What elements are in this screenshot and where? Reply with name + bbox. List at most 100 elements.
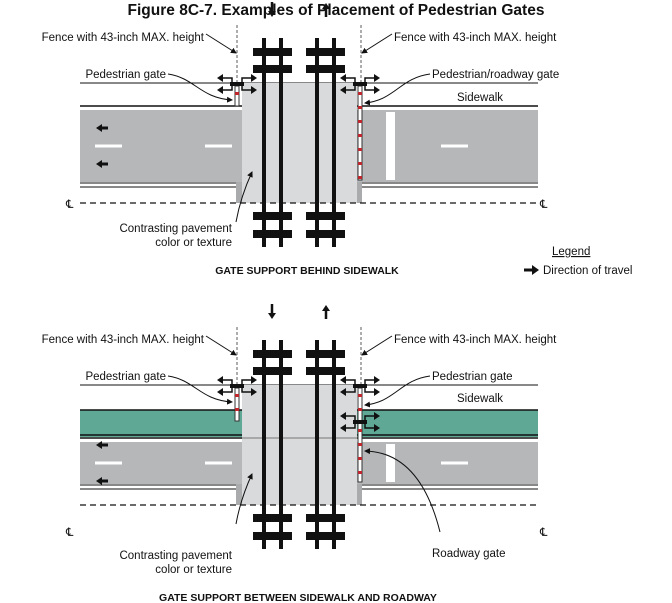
gate-arm-swing xyxy=(222,84,233,91)
leader-line xyxy=(361,335,393,356)
gate-stripe xyxy=(358,162,362,165)
contrasting-pavement-crossing xyxy=(242,83,357,203)
legend-title: Legend xyxy=(552,246,590,258)
travel-arrow-up-icon xyxy=(322,3,330,9)
travel-arrow-icon xyxy=(96,124,102,132)
swing-direction-arrow-icon xyxy=(251,388,257,396)
fence-label-left-2: Fence with 43-inch MAX. height xyxy=(42,334,205,346)
gate-arm-swing xyxy=(364,77,375,84)
pedestrian-roadway-gate-label: Pedestrian/roadway gate xyxy=(432,69,559,81)
centerline-symbol: ℄ xyxy=(539,527,548,539)
gate-arm-swing xyxy=(345,415,356,422)
leader-line xyxy=(235,473,253,525)
leader-line xyxy=(205,33,237,54)
gate-stripe xyxy=(358,394,362,397)
gate-stripe xyxy=(358,429,362,432)
railroad-tie xyxy=(306,230,345,238)
swing-direction-arrow-icon xyxy=(374,86,380,94)
roadway-gate-label: Roadway gate xyxy=(432,548,506,560)
gate-stripe xyxy=(358,148,362,151)
swing-direction-arrow-icon xyxy=(340,74,346,82)
pedestrian-gate-label: Pedestrian gate xyxy=(85,69,166,81)
railroad-tie xyxy=(253,532,292,540)
swing-direction-arrow-icon xyxy=(251,376,257,384)
swing-direction-arrow-icon xyxy=(340,424,346,432)
swing-direction-arrow-icon xyxy=(217,388,223,396)
gate-mechanism xyxy=(353,420,367,424)
pedestrian-gate-label-right: Pedestrian gate xyxy=(432,371,513,383)
stop-line xyxy=(386,112,395,180)
swing-direction-arrow-icon xyxy=(374,376,380,384)
gate-arm-swing xyxy=(364,84,375,91)
gate-arm-swing xyxy=(364,415,375,422)
gate-stripe xyxy=(358,134,362,137)
leader-line xyxy=(364,375,431,408)
leader-line xyxy=(205,335,237,356)
curb-strip xyxy=(356,484,362,505)
gate-arm-swing xyxy=(345,386,356,393)
figure-title: Figure 8C-7. Examples of Placement of Pe… xyxy=(128,2,545,19)
swing-direction-arrow-icon xyxy=(251,74,257,82)
swing-direction-arrow-icon xyxy=(374,424,380,432)
contrasting-pavement-label-3: Contrasting pavement xyxy=(119,550,232,562)
railroad-tie xyxy=(253,367,292,375)
fence-label-right-2: Fence with 43-inch MAX. height xyxy=(394,334,557,346)
curb-strip xyxy=(236,484,242,505)
contrasting-pavement-label-4: color or texture xyxy=(155,564,232,576)
gate-arm-swing xyxy=(222,379,233,386)
gate-arm-swing xyxy=(345,77,356,84)
gate-stripe xyxy=(358,106,362,109)
gate-arm-swing xyxy=(345,379,356,386)
swing-direction-arrow-icon xyxy=(340,376,346,384)
swing-direction-arrow-icon xyxy=(374,388,380,396)
gate-arm-swing xyxy=(345,84,356,91)
swing-direction-arrow-icon xyxy=(374,74,380,82)
railroad-tie xyxy=(253,230,292,238)
caption-top: GATE SUPPORT BEHIND SIDEWALK xyxy=(215,265,399,277)
travel-arrow-down-icon xyxy=(268,11,276,17)
travel-arrow-down-icon xyxy=(268,313,276,319)
leader-line xyxy=(235,171,253,223)
railroad-tie xyxy=(253,65,292,73)
railroad-tie xyxy=(253,350,292,358)
pedestrian-gate-arm xyxy=(357,387,363,422)
centerline-symbol: ℄ xyxy=(65,527,74,539)
contrasting-pavement-crossing xyxy=(242,385,357,505)
gate-arm-swing xyxy=(222,386,233,393)
leader-line xyxy=(167,375,233,405)
gate-arm-swing xyxy=(241,379,252,386)
curb-strip xyxy=(236,182,242,203)
pedestrian-roadway-gate-arm xyxy=(357,85,363,181)
gate-stripe xyxy=(358,92,362,95)
gate-arm-swing xyxy=(364,379,375,386)
fence-label-right: Fence with 43-inch MAX. height xyxy=(394,32,557,44)
railroad-tie xyxy=(253,48,292,56)
diagram-between-sidewalk-roadway xyxy=(80,304,538,549)
gate-mechanism xyxy=(353,384,367,388)
railroad-tie xyxy=(253,212,292,220)
railroad-tie xyxy=(306,532,345,540)
travel-arrow-icon xyxy=(96,477,102,485)
gate-mechanism xyxy=(230,384,244,388)
swing-direction-arrow-icon xyxy=(340,412,346,420)
gate-stripe xyxy=(358,176,362,179)
gate-arm-swing xyxy=(241,386,252,393)
railroad-tie xyxy=(306,65,345,73)
railroad-tie xyxy=(306,48,345,56)
stop-line xyxy=(386,444,395,482)
leader-line xyxy=(364,73,431,106)
sidewalk-label-2: Sidewalk xyxy=(457,393,503,405)
pedestrian-gate-label-left: Pedestrian gate xyxy=(85,371,166,383)
railroad-tie xyxy=(306,367,345,375)
gate-stripe xyxy=(358,120,362,123)
centerline-symbol: ℄ xyxy=(539,199,548,211)
contrasting-pavement-label-2: color or texture xyxy=(155,237,232,249)
pedestrian-gate-arm xyxy=(234,387,240,422)
travel-arrow-icon xyxy=(96,160,102,168)
gate-arm-swing xyxy=(364,386,375,393)
contrasting-pavement-label: Contrasting pavement xyxy=(119,223,232,235)
fence-label-left: Fence with 43-inch MAX. height xyxy=(42,32,205,44)
gate-arm-swing xyxy=(345,422,356,429)
travel-arrow-up-icon xyxy=(322,305,330,311)
